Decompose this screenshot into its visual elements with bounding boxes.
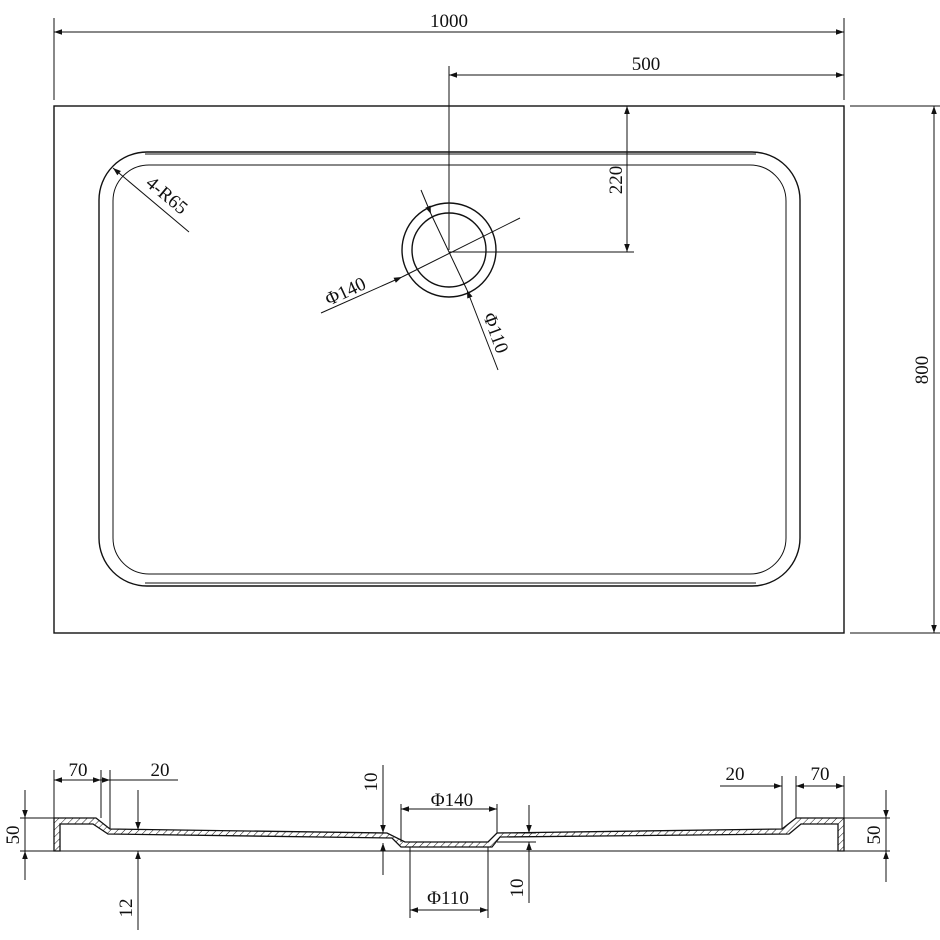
dim-drain-outer-diameter: Φ140: [320, 217, 521, 314]
dim-label-base-thickness: 12: [116, 899, 137, 918]
dim-right-slope: 20: [720, 764, 783, 829]
dim-label-drain-offset-x: 500: [632, 54, 661, 75]
dim-label-drain-outer-diameter: Φ140: [322, 274, 369, 311]
dim-drain-offset-y: 220: [449, 106, 634, 253]
dim-label-right-flange: 70: [811, 764, 830, 785]
dim-drain-offset-x: 500: [448, 54, 844, 250]
section-profile: [53, 817, 845, 852]
dim-label-right-slope: 20: [726, 764, 745, 785]
dim-label-section-drain-outer: Φ140: [431, 790, 473, 811]
dim-right-flange: 70: [795, 764, 845, 818]
dim-section-drain-inner: Φ110: [409, 847, 489, 918]
dim-overall-depth: 800: [850, 105, 940, 634]
dim-height-left: 50: [3, 790, 54, 880]
dim-step-top: 10: [361, 765, 386, 875]
dim-step-bottom: 10: [497, 805, 536, 903]
section-view: 70 20 20 70 50: [3, 760, 890, 930]
dim-label-height-left: 50: [3, 826, 24, 845]
dim-label-step-top: 10: [361, 773, 382, 792]
dim-label-overall-depth: 800: [912, 356, 933, 385]
dim-label-step-bottom: 10: [507, 879, 528, 898]
plan-view: 1000 500 220 800 4-R65: [53, 11, 940, 634]
dim-label-corner-radius: 4-R65: [142, 172, 192, 219]
dim-label-height-right: 50: [864, 826, 885, 845]
dim-label-section-drain-inner: Φ110: [427, 888, 469, 909]
dim-height-right: 50: [844, 790, 890, 882]
dim-section-drain-outer: Φ140: [400, 790, 498, 842]
dim-label-drain-offset-y: 220: [606, 166, 627, 195]
dim-corner-radius: 4-R65: [112, 167, 192, 233]
dim-left-slope: 20: [101, 760, 178, 829]
dim-label-overall-width: 1000: [430, 11, 468, 32]
dim-label-left-flange: 70: [69, 760, 88, 781]
dim-base-thickness: 12: [116, 790, 141, 930]
dim-overall-width: 1000: [53, 11, 845, 100]
dim-left-flange: 70: [53, 760, 102, 818]
dim-label-left-slope: 20: [151, 760, 170, 781]
